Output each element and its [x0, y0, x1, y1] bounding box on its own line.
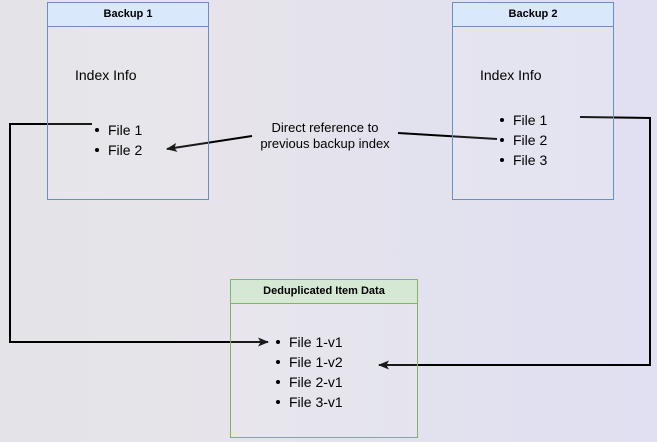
list-item[interactable]: File 3-v1: [275, 392, 343, 412]
node-backup-2-file-list: File 1 File 2 File 3: [499, 110, 547, 170]
node-backup-2[interactable]: Backup 2 Index Info File 1 File 2 File 3: [452, 2, 614, 200]
node-backup-2-title: Backup 2: [453, 3, 613, 27]
edge-direct-reference-left-segment: [166, 135, 253, 152]
list-item[interactable]: File 1: [499, 110, 547, 130]
node-backup-1-subhead: Index Info: [75, 67, 137, 83]
edge-label-line-1: Direct reference to: [271, 120, 379, 135]
list-item[interactable]: File 1-v2: [275, 352, 343, 372]
node-deduplicated-file-list: File 1-v1 File 1-v2 File 2-v1 File 3-v1: [275, 332, 343, 412]
node-backup-1[interactable]: Backup 1 Index Info File 1 File 2: [47, 2, 209, 200]
node-backup-2-subhead: Index Info: [480, 67, 542, 83]
node-deduplicated-item-data[interactable]: Deduplicated Item Data File 1-v1 File 1-…: [230, 279, 418, 438]
edge-backup1-to-dedup: [9, 123, 269, 347]
edge-direct-reference-right-segment: [397, 132, 498, 140]
list-item[interactable]: File 1-v1: [275, 332, 343, 352]
edge-label-line-2: previous backup index: [260, 136, 390, 151]
list-item[interactable]: File 2: [499, 130, 547, 150]
list-item[interactable]: File 1: [94, 120, 142, 140]
edge-backup2-to-dedup: [378, 116, 651, 370]
edge-label-direct-reference: Direct reference to previous backup inde…: [249, 120, 401, 152]
list-item[interactable]: File 2-v1: [275, 372, 343, 392]
node-backup-1-file-list: File 1 File 2: [94, 120, 142, 160]
node-deduplicated-item-data-title: Deduplicated Item Data: [231, 280, 417, 304]
node-backup-1-title: Backup 1: [48, 3, 208, 27]
list-item[interactable]: File 3: [499, 150, 547, 170]
list-item[interactable]: File 2: [94, 140, 142, 160]
